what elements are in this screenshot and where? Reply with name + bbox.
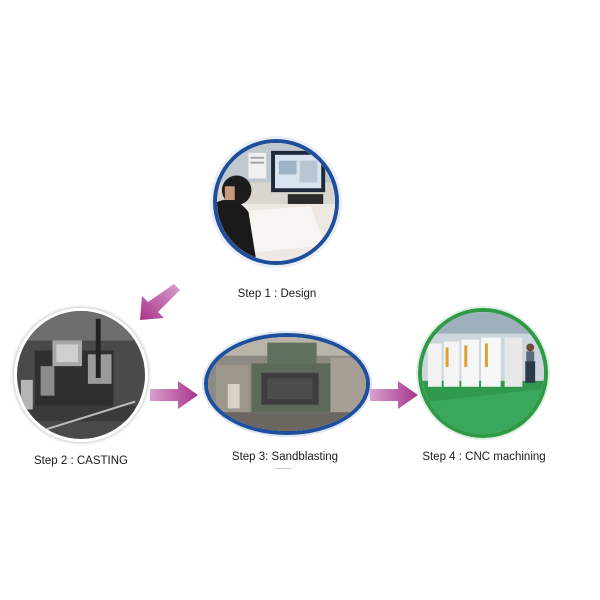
step-2-photo xyxy=(14,308,148,442)
step-3-underline xyxy=(275,468,291,469)
step-3-label: Step 3: Sandblasting xyxy=(231,451,339,463)
step-2-label: Step 2 : CASTING xyxy=(34,455,128,467)
step-4-label: Step 4 : CNC machining xyxy=(422,451,546,463)
arrow-design-to-casting-icon xyxy=(140,284,180,320)
arrow-casting-to-sandblasting-icon xyxy=(150,381,198,409)
step-1-label: Step 1 : Design xyxy=(237,288,317,300)
step-1-photo xyxy=(213,139,339,265)
step-4-photo xyxy=(418,308,548,438)
step-3-photo xyxy=(204,333,370,435)
arrow-sandblasting-to-cnc-icon xyxy=(370,381,418,409)
